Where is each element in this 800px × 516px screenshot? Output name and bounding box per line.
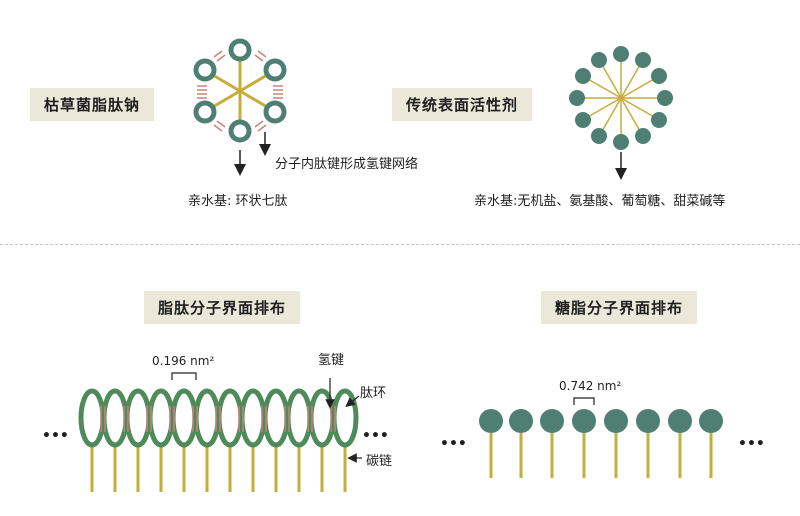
ellipsis-left: ••• [440,436,467,452]
peptide-rings [78,388,359,448]
ring-label: 肽环 [360,386,387,401]
hbond-network-annotation: 分子内肽键形成氢键网络 [275,157,419,172]
ellipsis-right: ••• [738,436,765,452]
area-bracket [573,397,595,405]
down-arrows [234,132,271,176]
ring-pointer [345,395,360,407]
title-lipopeptide: 枯草菌脂肽钠 [30,88,155,121]
lipopeptide-interface-array [78,372,362,492]
title-traditional-surfactant: 传统表面活性剂 [392,88,533,121]
glycolipid-area-label: 0.742 nm² [559,379,622,393]
ellipsis-left: ••• [42,428,69,444]
lipopeptide-molecule [193,38,287,176]
lipopeptide-hydrophilic-label: 亲水基: 环状七肽 [188,194,288,209]
glycolipid-chains [489,433,713,478]
peptide-ring-nodes [193,38,287,143]
surfactant-heads [569,46,673,150]
title-glycolipid-interface: 糖脂分子界面排布 [541,291,698,324]
glycolipid-interface-array [479,397,723,478]
chain-label: 碳链 [366,454,393,469]
surfactant-hydrophilic-label: 亲水基:无机盐、氨基酸、葡萄糖、甜菜碱等 [474,194,726,209]
peptide-center-spokes [205,52,275,129]
ellipsis-right: ••• [362,428,389,444]
section-divider [0,244,800,245]
hbond-label: 氢键 [318,353,345,368]
lipopeptide-area-label: 0.196 nm² [152,354,215,368]
hydrogen-bond-dashes [197,50,283,132]
title-lipopeptide-interface: 脂肽分子界面排布 [144,291,301,324]
area-bracket [171,372,197,380]
traditional-surfactant-molecule [569,46,673,180]
surfactant-spokes [581,58,661,138]
carbon-chains [90,446,347,492]
glycolipid-heads [479,409,723,433]
hydrogen-bond-lines [100,406,336,432]
